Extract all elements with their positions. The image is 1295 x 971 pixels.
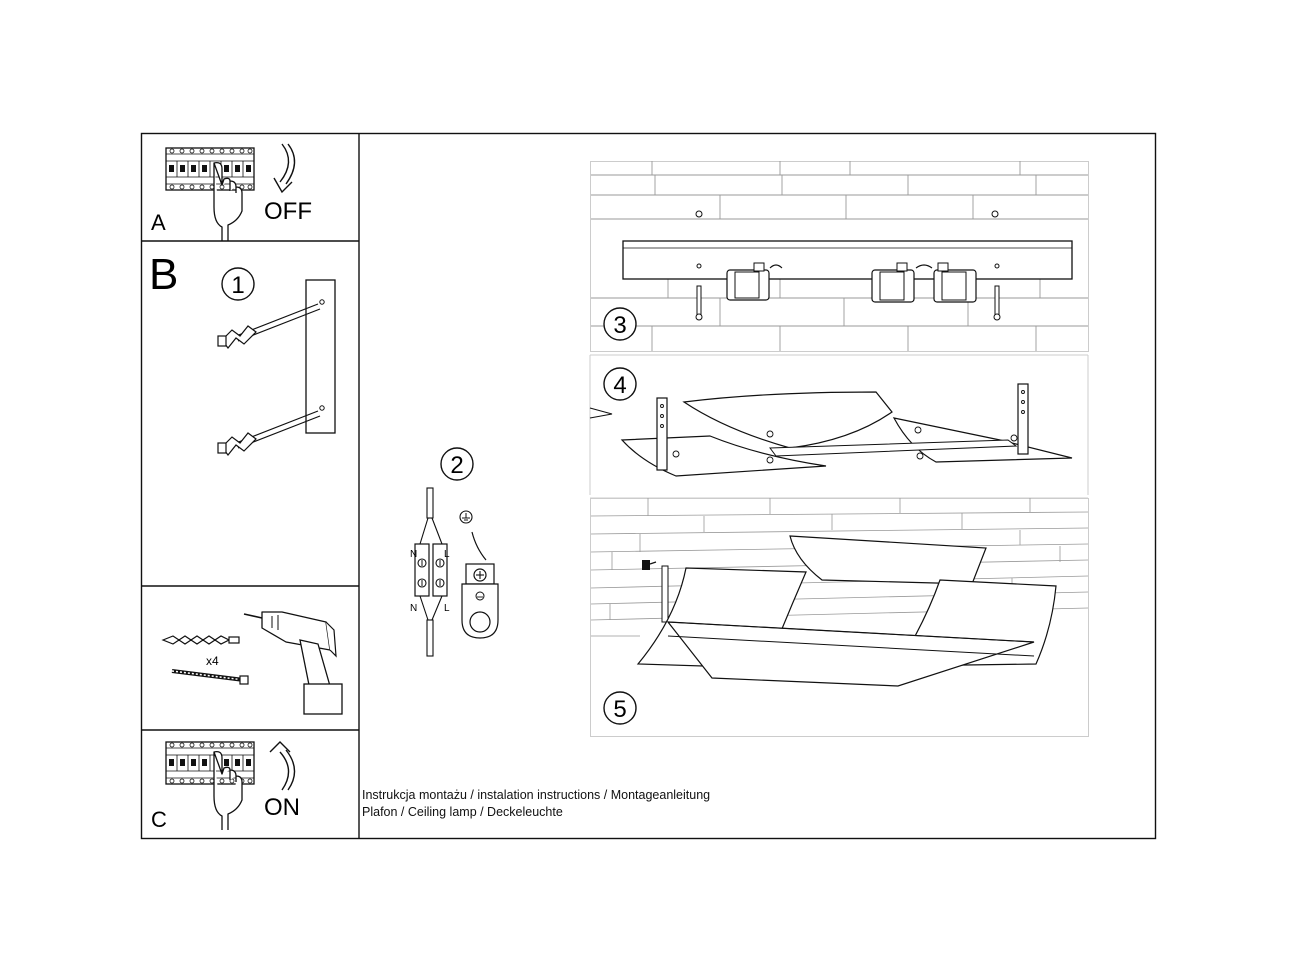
brick-wall-pattern (591, 161, 1088, 351)
step-1-number: 1 (231, 272, 244, 299)
step-3-bar-fixing: 3 (590, 161, 1089, 352)
step-5-badge (603, 691, 637, 725)
ceiling-screw-right (991, 210, 1001, 321)
lamp-socket-left (726, 262, 783, 301)
panel-a-action-label: OFF (264, 198, 312, 225)
step-4-shade-fitting: 4 (589, 354, 1089, 495)
wall-plug-icon (162, 635, 240, 645)
mounting-base-plate (305, 279, 336, 434)
panel-a-power-off: OFF A (151, 143, 312, 242)
step-5-finished-lamp: 5 (590, 497, 1089, 737)
panel-a-letter: A (151, 210, 166, 235)
terminal-block-icon (414, 487, 448, 657)
lamp-socket-middle (871, 262, 915, 303)
bracket-left (656, 397, 668, 471)
mounting-bar (622, 240, 1073, 280)
quantity-label: x4 (206, 654, 219, 668)
arrow-up-icon (279, 751, 290, 791)
step-1-badge (221, 267, 255, 301)
ceiling-screw-left (695, 210, 703, 321)
panel-c-power-on: ON C (151, 741, 300, 832)
step-2-badge (440, 447, 474, 481)
panel-b-letter: B (149, 250, 178, 299)
panel-b-mounting: B 1 (149, 250, 336, 456)
brick-wall-pattern-5 (590, 498, 1089, 637)
screw-icon (171, 669, 249, 685)
bracket-right (1017, 383, 1029, 455)
breaker-box-icon (165, 147, 255, 191)
drill-icon (243, 611, 343, 715)
lamp-socket-right (915, 262, 977, 303)
panel-c-letter: C (151, 807, 167, 832)
step-4-number: 4 (613, 372, 626, 399)
caption-product: Plafon / Ceiling lamp / Deckeleuchte (362, 805, 563, 819)
glass-shade-left (620, 435, 827, 477)
step-2-wiring: 2 N L N L (410, 447, 499, 657)
screw-tool-icon (642, 560, 657, 570)
step-2-number: 2 (450, 452, 463, 479)
step-4-badge (603, 367, 637, 401)
neutral-label-bottom: N (410, 603, 417, 614)
screw-dowel-lower (217, 410, 321, 456)
live-label-bottom: L (444, 603, 450, 614)
step-3-number: 3 (613, 312, 626, 339)
step-5-number: 5 (613, 696, 626, 723)
screw-dowel-upper (217, 303, 321, 349)
panel-c-action-label: ON (264, 794, 300, 821)
glass-shade-upper (682, 391, 893, 449)
panel-tools: x4 (162, 611, 343, 715)
step-3-badge (603, 307, 637, 341)
neutral-label-top: N (410, 549, 417, 560)
ground-terminal-icon (459, 510, 499, 639)
layout-frame (140, 132, 1157, 840)
live-label-top: L (444, 549, 450, 560)
arrow-down-icon (279, 143, 290, 183)
shade-top-panel (789, 535, 987, 585)
caption-title: Instrukcja montażu / instalation instruc… (362, 788, 711, 802)
